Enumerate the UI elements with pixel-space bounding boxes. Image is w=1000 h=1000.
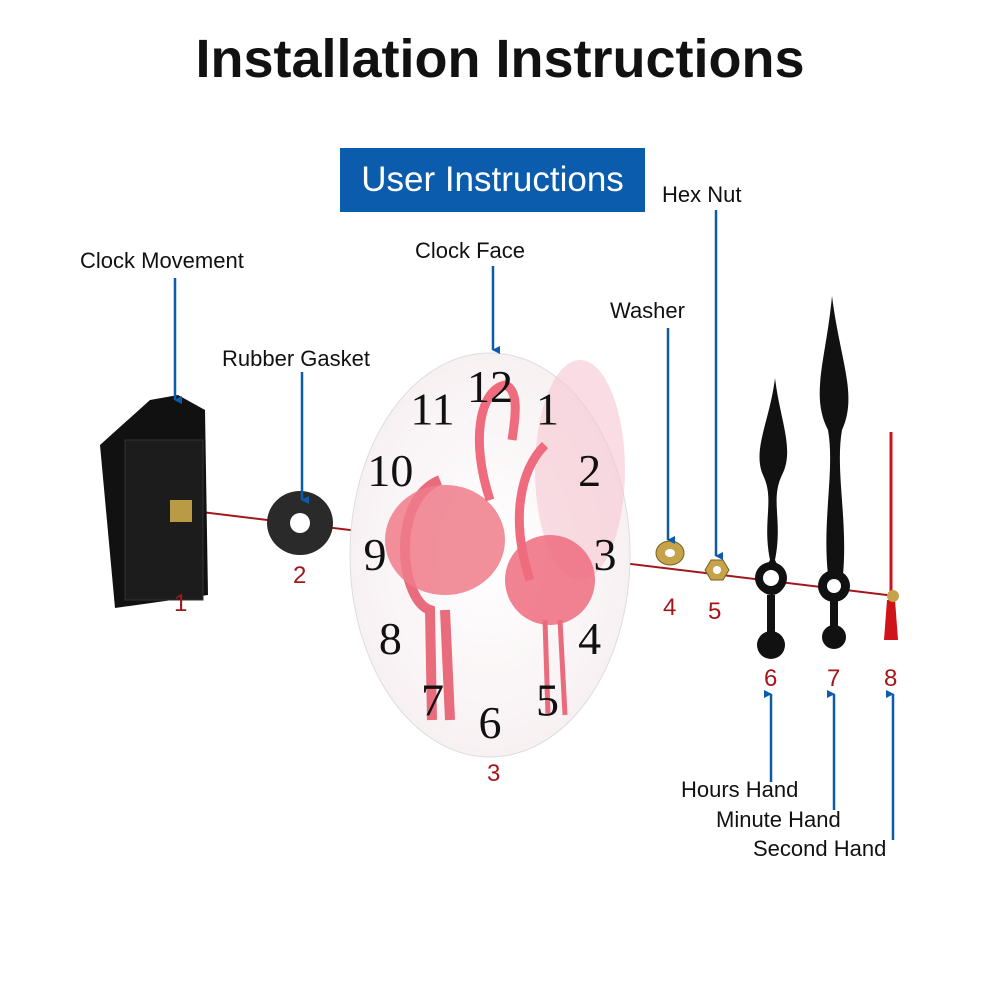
- dial-number: 5: [536, 674, 559, 725]
- step-number-3: 3: [487, 760, 501, 787]
- label-clock-movement: Clock Movement: [80, 248, 244, 273]
- step-number-7: 7: [827, 665, 841, 692]
- label-minute-hand: Minute Hand: [716, 807, 841, 832]
- callout-arrows: [173, 210, 895, 840]
- step-number-6: 6: [764, 665, 778, 692]
- minute-hand-part: [818, 296, 850, 649]
- label-second-hand: Second Hand: [753, 836, 887, 861]
- dial-number: 11: [410, 384, 454, 435]
- dial-number: 12: [467, 361, 513, 412]
- step-number-8: 8: [884, 665, 898, 692]
- second-hand-part: [884, 432, 899, 640]
- dial-number: 3: [594, 529, 617, 580]
- label-rubber-gasket: Rubber Gasket: [222, 346, 370, 371]
- step-number-2: 2: [293, 562, 307, 589]
- user-instructions-badge: User Instructions: [340, 148, 645, 212]
- dial-number: 6: [479, 697, 502, 748]
- dial-number: 1: [536, 384, 559, 435]
- dial-number: 4: [578, 613, 601, 664]
- step-number-4: 4: [663, 594, 677, 621]
- label-clock-face: Clock Face: [415, 238, 526, 263]
- step-number-5: 5: [708, 598, 722, 625]
- dial-number: 10: [367, 445, 413, 496]
- label-hours-hand: Hours Hand: [681, 777, 799, 802]
- dial-number: 9: [364, 529, 387, 580]
- dial-number: 2: [578, 445, 601, 496]
- washer-part: [655, 540, 685, 566]
- hex-nut-part: [704, 559, 730, 581]
- page-title: Installation Instructions: [195, 29, 805, 89]
- label-washer: Washer: [610, 298, 685, 323]
- rubber-gasket-part: [267, 491, 333, 555]
- label-hex-nut: Hex Nut: [662, 182, 742, 207]
- clock-movement-part: [100, 395, 208, 608]
- dial-number: 8: [379, 613, 402, 664]
- step-number-1: 1: [174, 590, 188, 617]
- dial-number: 7: [421, 674, 444, 725]
- hours-hand-part: [755, 378, 788, 659]
